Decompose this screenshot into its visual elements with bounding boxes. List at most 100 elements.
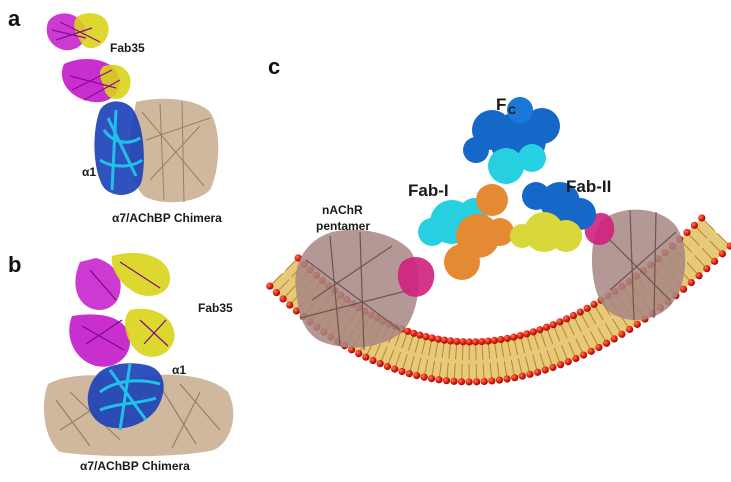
lipid-tail	[285, 258, 298, 271]
lipid-tail	[709, 240, 722, 253]
lipid-tail	[694, 255, 706, 268]
lipid-tail	[482, 363, 485, 380]
lipid-tail	[597, 327, 607, 342]
lipid-head	[718, 250, 727, 258]
lipid-head	[564, 358, 572, 366]
lipid-head	[542, 323, 551, 331]
lipid-tail	[407, 335, 414, 351]
lipid-tail	[461, 363, 463, 380]
lipid-head	[510, 333, 518, 341]
lipid-head	[497, 335, 505, 344]
lipid-head	[698, 214, 706, 222]
lipid-head	[679, 285, 688, 293]
panel-a-fab35-label: Fab35	[110, 41, 145, 55]
lipid-head	[292, 307, 301, 315]
panel-a-letter: a	[8, 6, 21, 31]
receptor-label-line2: pentamer	[316, 219, 370, 233]
lipid-tail	[494, 342, 498, 359]
lipid-tail	[507, 340, 512, 357]
panel-a-alpha1-subunit	[94, 101, 144, 195]
lipid-head	[435, 376, 443, 384]
lipid-head	[413, 371, 421, 380]
lipid-head	[495, 376, 504, 384]
panel-b-letter: b	[8, 252, 21, 277]
lipid-tail	[594, 305, 604, 321]
lipid-head	[279, 295, 287, 303]
lipid-head	[427, 375, 436, 383]
lipid-tail	[277, 279, 290, 292]
lipid-tail	[434, 341, 439, 358]
lipid-head	[563, 315, 571, 323]
lipid-head	[526, 370, 534, 378]
lipid-head	[442, 377, 451, 385]
lipid-tail	[568, 341, 576, 357]
lipid-tail	[686, 262, 699, 275]
lipid-head	[405, 370, 413, 378]
lipid-tail	[517, 358, 523, 375]
panel-a-caption: α7/AChBP Chimera	[112, 211, 222, 225]
lipid-head	[683, 228, 691, 237]
lipid-head	[447, 337, 455, 345]
fab-i-label: Fab-I	[408, 181, 449, 200]
lipid-head	[488, 377, 496, 385]
panel-b: b Fab35 α1 α7/AChBP Chimera	[8, 252, 234, 473]
lipid-tail	[533, 333, 540, 350]
lipid-head	[422, 333, 430, 341]
lipid-tail	[532, 354, 538, 371]
panel-a-achbp-pentamer	[130, 98, 219, 203]
lipid-tail	[387, 349, 395, 365]
lipid-tail	[526, 335, 533, 352]
lipid-head	[272, 289, 280, 297]
lipid-head	[286, 301, 294, 309]
lipid-head	[348, 346, 356, 354]
lipid-tail	[438, 361, 442, 378]
lipid-tail	[421, 338, 427, 355]
lipid-head	[410, 329, 418, 337]
receptor-label-line1: nAChR	[322, 203, 363, 217]
lipid-tail	[500, 341, 505, 358]
lipid-head	[428, 334, 436, 342]
lipid-head	[556, 361, 565, 369]
lipid-tail	[587, 309, 597, 325]
lipid-tail	[590, 331, 599, 346]
lipid-tail	[539, 352, 546, 369]
lipid-tail	[553, 347, 561, 364]
lipid-head	[695, 272, 703, 280]
lipid-head	[459, 338, 467, 346]
lipid-tail	[688, 233, 700, 246]
lipid-tail	[513, 338, 519, 355]
lipid-head	[391, 365, 399, 373]
lipid-tail	[453, 363, 456, 380]
lipid-tail	[401, 333, 408, 349]
lipid-tail	[503, 361, 508, 378]
lipid-head	[434, 335, 442, 343]
lipid-head	[383, 362, 392, 371]
lipid-head	[490, 336, 499, 344]
lipid-head	[726, 242, 731, 250]
lipid-head	[457, 378, 466, 386]
lipid-head	[453, 337, 461, 346]
lipid-tail	[446, 362, 449, 379]
lipid-head	[440, 336, 449, 344]
lipid-tail	[424, 359, 429, 376]
panel-a-alpha1-label: α1	[82, 165, 96, 179]
lipid-head	[572, 354, 580, 363]
lipid-head	[471, 338, 480, 346]
lipid-head	[473, 378, 481, 386]
lipid-head	[355, 349, 363, 358]
lipid-tail	[409, 356, 415, 372]
panel-b-caption: α7/AChBP Chimera	[80, 459, 190, 473]
lipid-head	[511, 374, 519, 382]
panel-a: a Fab35 α1 α7/AChBP Chimera	[8, 6, 222, 225]
lipid-head	[610, 335, 618, 343]
lipid-head	[398, 367, 406, 376]
lipid-head	[703, 265, 711, 273]
lipid-tail	[546, 328, 554, 345]
lipid-tail	[582, 335, 591, 350]
lipid-tail	[553, 326, 561, 342]
lipid-head	[549, 321, 557, 329]
lipid-head	[602, 339, 611, 347]
nachr-pentamer-left	[295, 229, 435, 351]
lipid-tail	[580, 313, 590, 329]
lipid-head	[480, 377, 488, 386]
